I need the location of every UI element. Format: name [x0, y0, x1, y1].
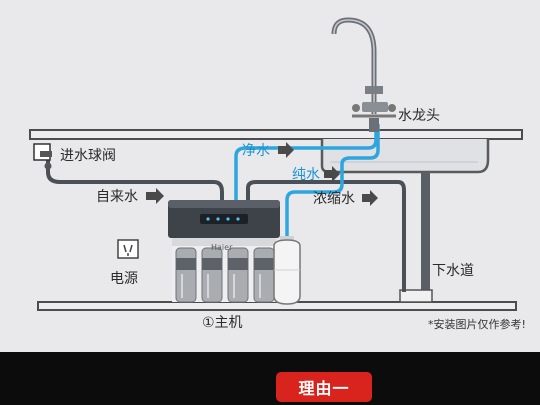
power-outlet-icon [117, 239, 139, 259]
clean-water-label: 净水 [242, 143, 270, 159]
pure-water-label: 纯水 [292, 167, 320, 183]
concentrate-label: 浓缩水 [313, 191, 355, 207]
cabinet-floor [37, 301, 517, 311]
disclaimer-note: *安装图片仅作参考! [428, 318, 526, 331]
pure-water-pipe [285, 124, 380, 238]
tap-water-label: 自来水 [96, 189, 138, 205]
faucet-label: 水龙头 [398, 108, 440, 124]
drain-pipe [399, 172, 433, 303]
arrow-right-icon [146, 142, 378, 206]
brand-logo: Haier [211, 243, 233, 252]
water-faucet-icon [331, 17, 396, 132]
tap-water-pipe [46, 156, 224, 205]
countertop [29, 129, 523, 140]
purifier-main-unit [168, 200, 280, 303]
clean-water-pipe [234, 120, 378, 205]
sink-basin [320, 139, 490, 174]
drain-label: 下水道 [432, 263, 474, 279]
concentrate-pipe [246, 180, 406, 292]
bottom-bar [0, 352, 540, 405]
main-unit-label: ①主机 [202, 315, 243, 331]
inlet-valve-label: 进水球阀 [60, 148, 116, 164]
power-label: 电源 [110, 271, 138, 287]
ball-valve-icon [33, 143, 52, 170]
reason-one-button[interactable]: 理由一 [276, 372, 372, 402]
pressure-tank [273, 236, 301, 305]
